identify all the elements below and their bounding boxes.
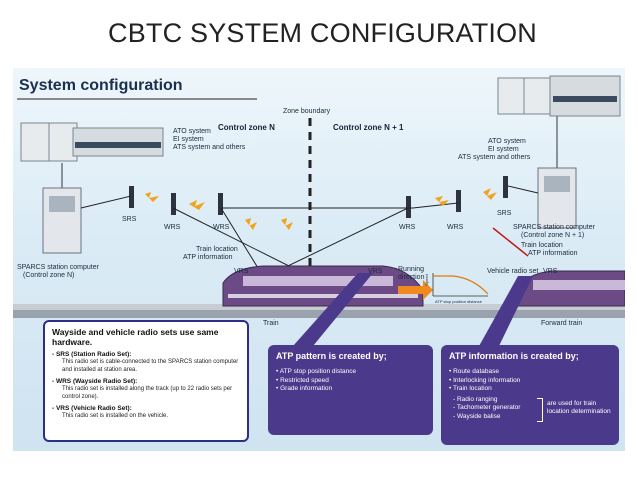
vrs-label-2: VRS <box>368 268 383 275</box>
train-forward <box>517 270 625 307</box>
left-ato-label: ATO system <box>173 128 211 135</box>
atp-pattern-pointer <box>293 273 373 346</box>
train-location-left-2: ATP information <box>183 254 233 261</box>
wrs-label-2: WRS <box>213 224 230 231</box>
atp-pattern-item: Grade information <box>276 385 425 394</box>
srs-left-label: SRS <box>122 216 137 223</box>
forward-train-label: Forward train <box>541 320 583 327</box>
wrs-label-3: WRS <box>399 224 416 231</box>
atp-pattern-item: Restricted speed <box>276 377 425 386</box>
atp-speed-chart <box>432 273 489 297</box>
running-label-2: direction <box>398 274 425 281</box>
system-diagram: System configuration Zone boundary Contr… <box>13 68 625 451</box>
info-wrs-text: This radio set is installed along the tr… <box>62 386 233 400</box>
zone-n-label: Control zone N <box>218 123 275 132</box>
info-srs-head: - SRS (Station Radio Set): <box>52 351 132 358</box>
sparcs-left-line2: (Control zone N) <box>23 272 75 279</box>
train-location-left-1: Train location <box>196 246 238 253</box>
heading-underline <box>17 98 257 100</box>
atp-info-title: ATP information is created by; <box>449 351 579 361</box>
red-arrow <box>492 227 529 257</box>
zone-n1-label: Control zone N + 1 <box>333 123 404 132</box>
train-main <box>222 265 424 307</box>
atp-info-card: ATP information is created by; Route dat… <box>441 345 619 445</box>
info-wrs-head: - WRS (Wayside Radio Set): <box>52 378 138 385</box>
train-location-right-1: Train location <box>521 242 563 249</box>
atp-info-item: Route database <box>449 368 611 377</box>
atp-info-item: Interlocking information <box>449 377 611 386</box>
vrs-label-3: VRS <box>543 268 558 275</box>
info-vrs-head: - VRS (Vehicle Radio Set): <box>52 405 132 412</box>
atp-pattern-item: ATP stop position distance <box>276 368 425 377</box>
info-box-title: Wayside and vehicle radio sets use same … <box>52 327 219 347</box>
sparcs-computer-left <box>42 163 82 254</box>
train-location-right-2: ATP information <box>528 250 578 257</box>
sparcs-computer-right <box>537 116 577 229</box>
sparcs-left-line1: SPARCS station computer <box>17 264 99 271</box>
atp-stop-position-label: ATP stop position distance <box>435 299 482 304</box>
info-vrs-text: This radio set is installed on the vehic… <box>62 413 169 419</box>
wrs-label-4: WRS <box>447 224 464 231</box>
atp-info-subitem: - Radio ranging <box>453 395 498 403</box>
sparcs-right-line1: SPARCS station computer <box>513 224 595 231</box>
atp-info-item: Train location <box>449 385 611 394</box>
speed-axis-label: Speed <box>423 274 429 286</box>
vehicle-radio-set-label: Vehicle radio set <box>487 268 539 275</box>
brace <box>537 397 543 422</box>
diagram-heading: System configuration <box>19 77 183 94</box>
sparcs-right-line2: (Control zone N + 1) <box>521 232 585 239</box>
atp-info-note-2: location determination <box>547 407 611 415</box>
atp-info-subitem: - Wayside balise <box>453 412 501 420</box>
radio-antennas <box>129 176 508 218</box>
right-ato-label: ATO system <box>488 138 526 145</box>
slide-title: CBTC SYSTEM CONFIGURATION <box>108 18 538 48</box>
running-label-1: Running <box>398 266 425 273</box>
vrs-label-1: VRS <box>234 268 249 275</box>
right-ei-label: EI system <box>488 146 519 153</box>
rail-bed <box>13 304 625 310</box>
srs-right-label: SRS <box>497 210 512 217</box>
atp-info-pointer <box>478 276 533 348</box>
atp-info-note-1: are used for train <box>547 399 597 407</box>
left-server-racks <box>20 122 164 162</box>
radio-sets-info-box: Wayside and vehicle radio sets use same … <box>43 320 249 442</box>
zone-boundary-label: Zone boundary <box>283 108 331 115</box>
track <box>13 310 625 318</box>
right-server-racks <box>497 75 621 117</box>
radio-waves <box>145 188 497 230</box>
atp-pattern-title: ATP pattern is created by; <box>276 351 387 361</box>
atp-pattern-card: ATP pattern is created by; ATP stop posi… <box>268 345 433 435</box>
train-label: Train <box>263 320 279 327</box>
wrs-label-1: WRS <box>164 224 181 231</box>
running-direction-arrow <box>398 280 433 300</box>
left-ei-label: EI system <box>173 136 204 143</box>
right-ats-label: ATS system and others <box>458 154 531 161</box>
atp-info-subitem: - Tachometer generator <box>453 404 521 411</box>
diagram-graphics <box>13 75 625 348</box>
left-ats-label: ATS system and others <box>173 144 246 151</box>
info-srs-text: This radio set is cable-connected to the… <box>62 359 239 373</box>
